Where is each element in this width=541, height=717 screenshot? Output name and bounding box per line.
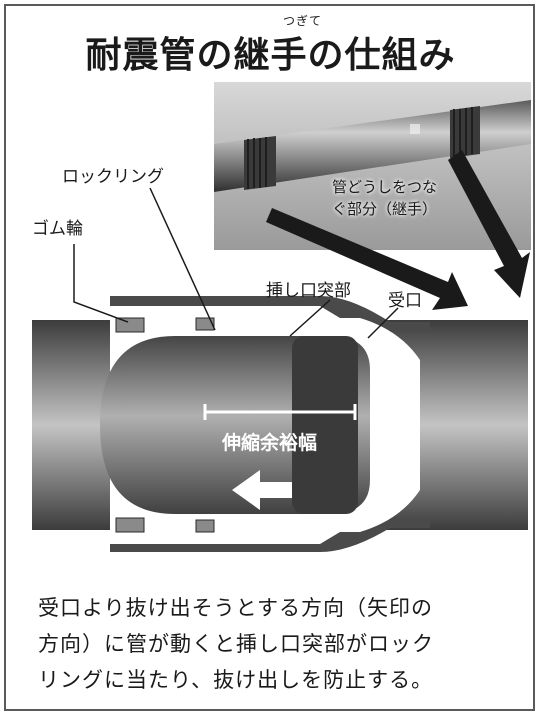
page-title: 耐震管の継手の仕組み — [85, 35, 456, 76]
photo-caption-line2: ぐ部分（継手） — [332, 200, 438, 218]
explanation-caption: 受口より抜け出そうとする方向（矢印の 方向）に管が動くと挿し口突部がロック リン… — [38, 590, 508, 698]
photo-caption: 管どうしをつな ぐ部分（継手） — [332, 176, 462, 220]
label-expansion-allowance: 伸縮余裕幅 — [222, 432, 318, 454]
label-socket: 受口 — [388, 291, 422, 311]
caption-line2: 方向）に管が動くと挿し口突部がロック — [38, 632, 434, 656]
caption-line3: リングに当たり、抜け出しを防止する。 — [38, 668, 434, 692]
caption-line1: 受口より抜け出そうとする方向（矢印の — [38, 596, 433, 620]
label-rubber-ring: ゴム輪 — [32, 219, 83, 239]
photo-caption-line1: 管どうしをつな — [332, 178, 438, 196]
label-lock-ring: ロックリング — [62, 167, 164, 187]
label-spigot-projection: 挿し口突部 — [266, 281, 351, 301]
pipe-joint-photo — [214, 82, 531, 250]
title-ruby: つぎて — [283, 14, 323, 28]
